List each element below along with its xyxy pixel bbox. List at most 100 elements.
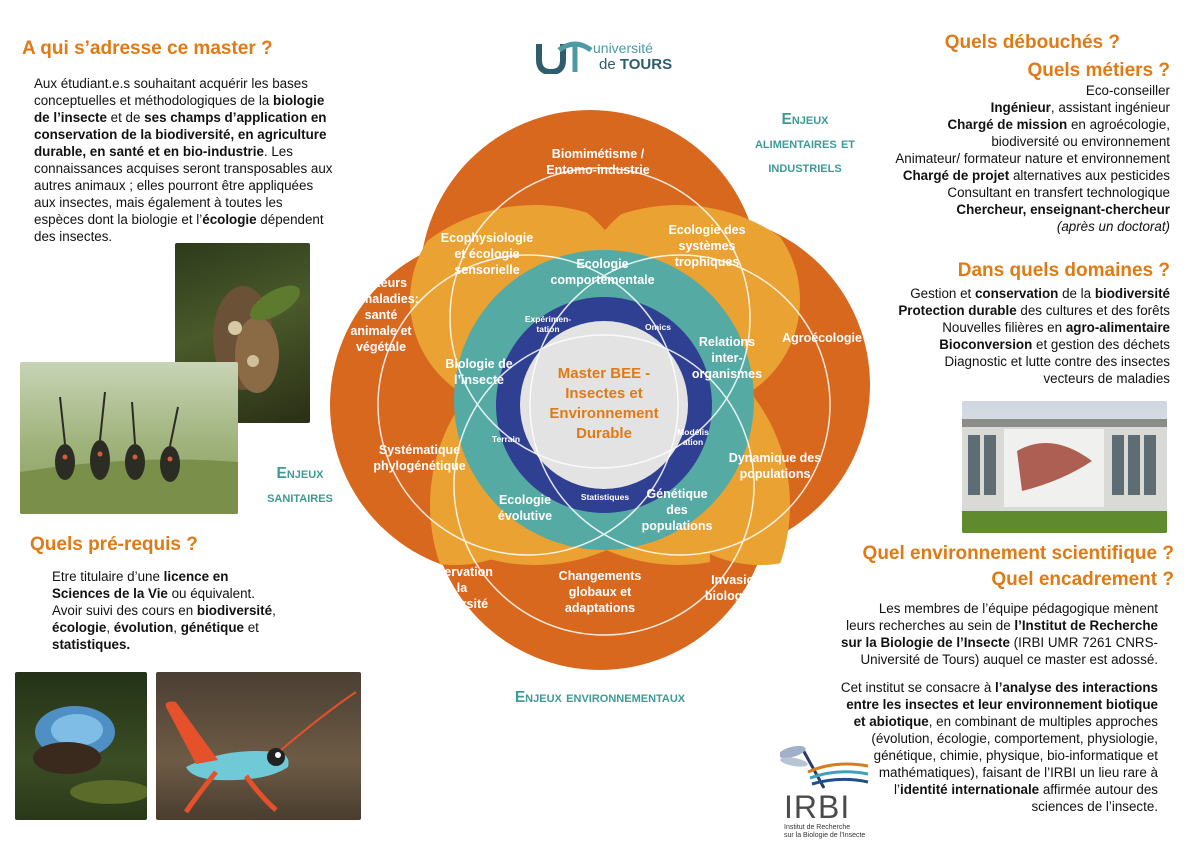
label-biomimetisme: Biomimétisme / Entomo-industrie bbox=[528, 146, 668, 178]
label-invasions-l2: biologiques bbox=[704, 589, 776, 603]
grasshoppers-illustration bbox=[20, 391, 238, 514]
label-biomimetisme-l1: Biomimétisme / bbox=[551, 147, 645, 161]
label-biologie-l2: l’insecte bbox=[453, 373, 505, 387]
text-line: Université de Tours) auquel ce master es… bbox=[860, 652, 1158, 667]
enjeux-top-line1: Enjeux bbox=[781, 111, 829, 128]
label-statistiques: Statistiques bbox=[580, 492, 630, 502]
label-changements: Changements globaux et adaptations bbox=[540, 568, 660, 616]
label-comportement-l2: comportementale bbox=[550, 273, 655, 287]
irbi-sub1: Institut de Recherche bbox=[784, 824, 851, 831]
label-changements-l3: adaptations bbox=[564, 601, 636, 615]
text-line: Animateur/ formateur nature et environne… bbox=[895, 151, 1170, 166]
venn-center bbox=[520, 321, 688, 489]
label-ecophys-l3: sensorielle bbox=[454, 263, 520, 277]
label-modelisation: Modélis ation bbox=[673, 427, 713, 447]
enjeux-top-line2: alimentaires et bbox=[754, 135, 856, 152]
text-line: écologie, évolution, génétique et bbox=[52, 620, 259, 635]
text-line: Protection durable des cultures et des f… bbox=[898, 303, 1170, 318]
text-line: (évolution, écologie, comportement, phys… bbox=[871, 731, 1158, 746]
text-line: Bioconversion et gestion des déchets bbox=[939, 337, 1170, 352]
label-terrain: Terrain bbox=[491, 434, 521, 444]
label-relations-l3: organismes bbox=[691, 367, 763, 381]
label-ecosys-l2: systèmes bbox=[678, 239, 736, 253]
text-line: Chargé de projet alternatives aux pestic… bbox=[902, 168, 1170, 183]
logo-tours: TOURS bbox=[619, 56, 673, 73]
building-illustration bbox=[962, 419, 1167, 533]
text-line: génétique, chimie, physique, bio-informa… bbox=[873, 748, 1158, 763]
label-conservation-l2: de la bbox=[438, 581, 468, 595]
label-genetique-l3: populations bbox=[641, 519, 713, 533]
enjeux-alimentaires-industriels: Enjeux alimentaires et industriels bbox=[740, 108, 870, 180]
enjeux-environnementaux: Enjeux environnementaux bbox=[514, 689, 686, 706]
center-l2: Insectes et bbox=[565, 385, 643, 402]
label-modelisation-l2: ation bbox=[682, 437, 704, 447]
label-systematique-l2: phylogénétique bbox=[373, 459, 466, 473]
text-line: Chercheur, enseignant-chercheur bbox=[956, 202, 1170, 217]
ut-logo-icon bbox=[536, 41, 593, 74]
label-genetique-populations: Génétique des populations bbox=[632, 486, 722, 534]
label-dynamique: Dynamique des populations bbox=[720, 450, 830, 482]
text-line: vecteurs de maladies bbox=[1043, 371, 1170, 386]
text-line: autres animaux ; elles pourront être app… bbox=[34, 178, 314, 193]
text-line: conservation de la biodiversité, en agri… bbox=[34, 127, 327, 142]
irbi-subtitle: Institut de Recherche sur la Biologie de… bbox=[784, 824, 894, 840]
label-experimentation: Expérimen- tation bbox=[518, 314, 578, 334]
label-invasions: Invasions biologiques bbox=[690, 572, 790, 604]
text-line: leurs recherches au sein de l’Institut d… bbox=[846, 618, 1158, 633]
label-ecophys-l1: Ecophysiologie bbox=[440, 231, 534, 245]
label-ecosys-l3: trophiques bbox=[674, 255, 740, 269]
label-ecologie-systemes: Ecologie des systèmes trophiques bbox=[652, 222, 762, 270]
text-line: de l’insecte et de ses champs d’applicat… bbox=[34, 110, 327, 125]
label-evolutive-l1: Ecologie bbox=[498, 493, 552, 507]
label-vecteurs-l3: santé bbox=[364, 308, 398, 322]
text-line: statistiques. bbox=[52, 637, 131, 652]
environnement-p1: Les membres de l’équipe pédagogique mène… bbox=[828, 600, 1158, 668]
irbi-logo: IRBI Institut de Recherche sur la Biolog… bbox=[780, 742, 870, 840]
text-line: Nouvelles filières en agro-alimentaire bbox=[942, 320, 1170, 335]
dragonfly-icon bbox=[780, 745, 869, 789]
text-line: Consultant en transfert technologique bbox=[947, 185, 1170, 200]
logo-line1: université bbox=[593, 40, 653, 56]
environnement-title: Quel environnement scientifique ? bbox=[862, 543, 1174, 564]
text-line: Chargé de mission en agroécologie, bbox=[947, 117, 1170, 132]
center-l1: Master BEE - bbox=[557, 365, 651, 382]
label-vecteurs-l5: végétale bbox=[355, 340, 407, 354]
label-ecologie-comportementale: Ecologie comportementale bbox=[540, 256, 665, 288]
universite-tours-logo: université de TOURS bbox=[535, 40, 675, 76]
label-changements-l2: globaux et bbox=[568, 585, 632, 599]
label-experimentation-l1: Expérimen- bbox=[524, 314, 572, 324]
label-genetique-l2: des bbox=[666, 503, 688, 517]
label-biomimetisme-l2: Entomo-industrie bbox=[546, 163, 650, 177]
metiers-title: Quels métiers ? bbox=[1027, 60, 1170, 81]
domaines-title: Dans quels domaines ? bbox=[957, 260, 1170, 281]
text-line: conceptuelles et méthodologiques de la b… bbox=[34, 93, 325, 108]
label-ecophys-l2: et écologie bbox=[454, 247, 520, 261]
text-line: Avoir suivi des cours en biodiversité, bbox=[52, 603, 276, 618]
enjeux-left-line2: sanitaires bbox=[267, 489, 333, 506]
label-vecteurs-l1: Vecteurs bbox=[354, 276, 408, 290]
audience-title: A qui s’adresse ce master ? bbox=[22, 38, 273, 59]
label-agroecologie: Agroécologie bbox=[782, 331, 862, 345]
label-conservation: Conservation de la biodiversité bbox=[398, 564, 508, 612]
text-line: l’identité internationale affirmée autou… bbox=[894, 782, 1158, 797]
label-evolutive-l2: évolutive bbox=[497, 509, 553, 523]
label-ecosys-l1: Ecologie des bbox=[668, 223, 746, 237]
label-comportement-l1: Ecologie bbox=[576, 257, 629, 271]
text-line: Cet institut se consacre à l’analyse des… bbox=[840, 680, 1158, 695]
audience-text: Aux étudiant.e.s souhaitant acquérir les… bbox=[34, 75, 334, 245]
label-ecophysiologie: Ecophysiologie et écologie sensorielle bbox=[432, 230, 542, 278]
text-line: biodiversité ou environnement bbox=[991, 134, 1170, 149]
label-relations-l1: Relations bbox=[698, 335, 756, 349]
label-systematique: Systématique phylogénétique bbox=[362, 442, 477, 474]
label-relations: Relations inter- organismes bbox=[682, 334, 772, 382]
encadrement-title: Quel encadrement ? bbox=[991, 569, 1174, 590]
text-line: et abiotique, en combinant de multiples … bbox=[853, 714, 1158, 729]
text-line: Etre titulaire d’une licence en bbox=[52, 569, 229, 584]
irbi-building-photo bbox=[962, 401, 1167, 533]
blue-butterfly-illustration bbox=[33, 706, 147, 804]
text-line: espèces dont la biologie et l’écologie d… bbox=[34, 212, 324, 227]
enjeux-left-line1: Enjeux bbox=[276, 465, 324, 482]
label-relations-l2: inter- bbox=[711, 351, 743, 365]
